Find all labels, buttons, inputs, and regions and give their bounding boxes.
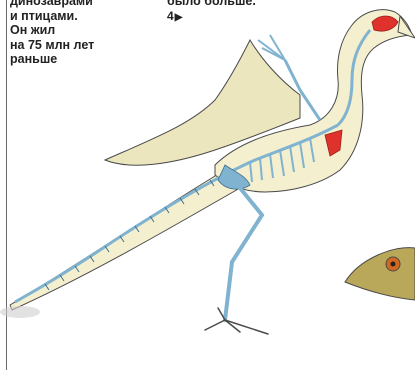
foot [205,308,268,334]
second-creature-head [345,248,415,300]
ground-shadow [0,306,40,318]
tail [10,170,240,310]
second-creature-pupil [391,262,396,267]
hand-claws [258,35,285,60]
leg-bones [225,188,262,320]
